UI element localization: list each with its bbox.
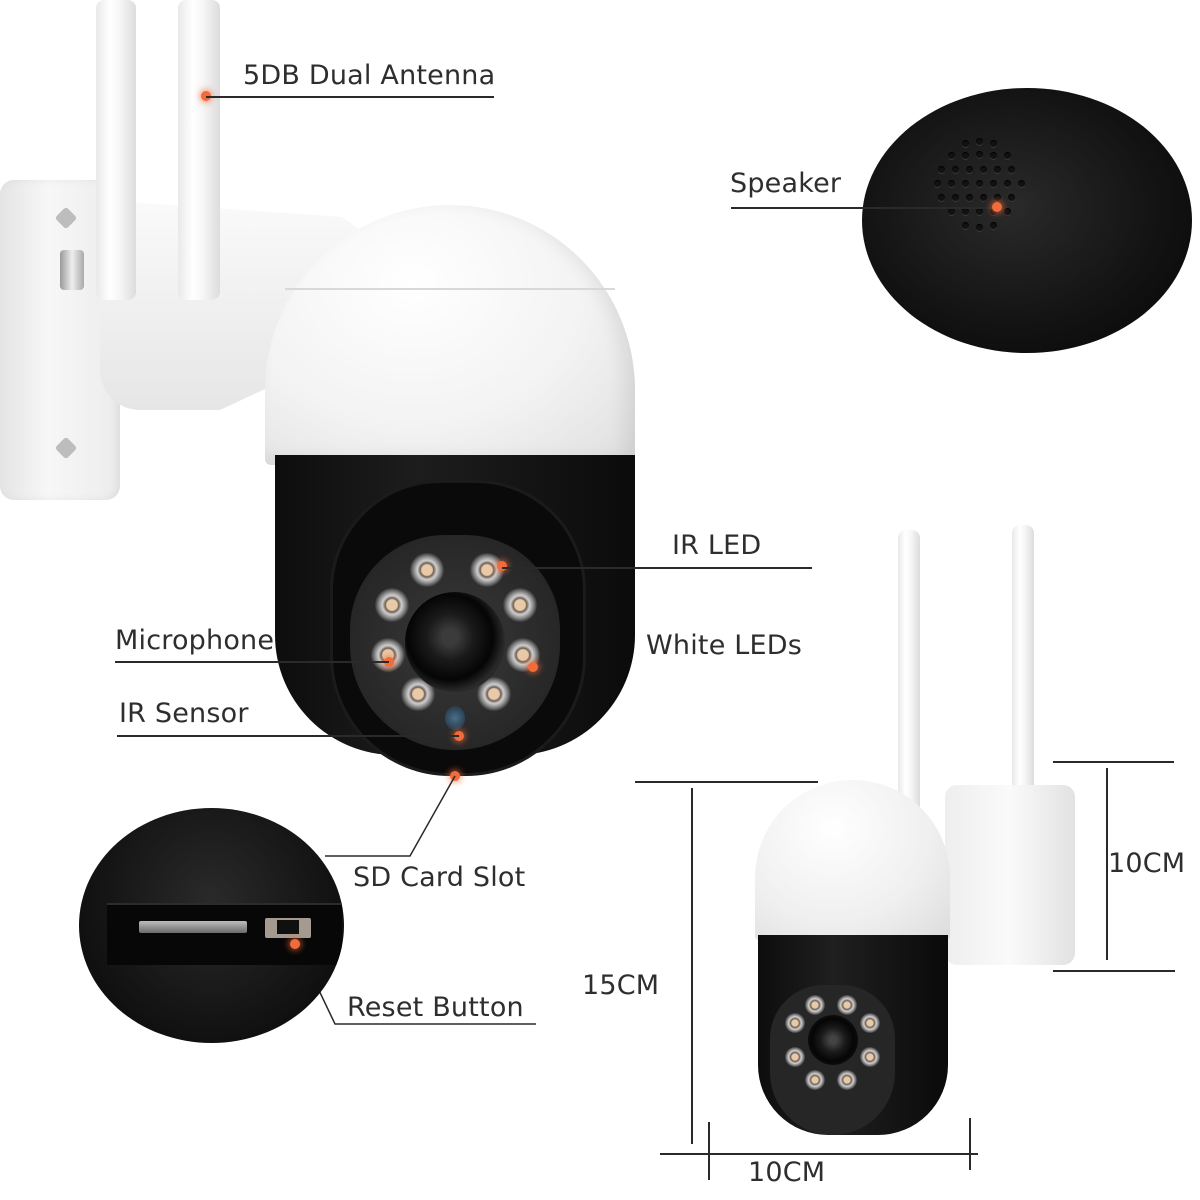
- small-bracket: [945, 785, 1075, 965]
- bracket-label: 10CM: [1108, 848, 1186, 879]
- main-camera-illustration: [0, 0, 660, 780]
- small-led: [805, 1070, 825, 1090]
- sd-card-slot-label: SD Card Slot: [353, 862, 526, 893]
- sd-slot-closeup: [79, 808, 344, 1043]
- small-led: [785, 1047, 805, 1067]
- antenna-callout-line: [206, 96, 494, 98]
- sd-card-slot: [139, 921, 247, 933]
- small-antenna-left: [898, 530, 920, 830]
- speaker-label: Speaker: [730, 168, 842, 199]
- microphone-label: Microphone: [115, 625, 275, 656]
- reset-callout-dot: [290, 939, 300, 949]
- bracket-dim-vertical: [1106, 768, 1108, 960]
- microphone-callout-dot: [384, 657, 394, 667]
- reset-button: [265, 918, 311, 938]
- speaker-grille: [932, 138, 1025, 248]
- small-led: [837, 995, 857, 1015]
- antenna-right: [178, 0, 220, 300]
- speaker-callout-dot: [992, 202, 1002, 212]
- bracket-dim-bottom-line: [1053, 970, 1175, 972]
- height-dim-vertical: [691, 788, 693, 1144]
- antenna-left: [96, 0, 136, 300]
- small-led: [785, 1013, 805, 1033]
- speaker-closeup: [862, 88, 1192, 353]
- small-lens: [808, 1015, 858, 1065]
- led: [410, 553, 444, 587]
- small-antenna-right: [1012, 525, 1034, 865]
- height-label: 15CM: [582, 970, 660, 1001]
- width-dim-left-tick: [708, 1122, 710, 1180]
- led: [375, 588, 409, 622]
- reset-button-label: Reset Button: [347, 992, 524, 1023]
- small-led: [860, 1047, 880, 1067]
- width-label: 10CM: [748, 1157, 826, 1188]
- microphone-callout-line: [115, 661, 389, 663]
- bracket-dim-top-line: [1053, 761, 1174, 763]
- small-led: [805, 995, 825, 1015]
- white-leds-callout-dot: [528, 662, 538, 672]
- ir-sensor: [445, 706, 465, 730]
- ir-led-callout-dot: [497, 561, 507, 571]
- led: [503, 588, 537, 622]
- dome-seam: [285, 288, 615, 290]
- ir-sensor-callout-line: [117, 735, 459, 737]
- ir-sensor-callout-dot: [454, 731, 464, 741]
- bracket-knob: [60, 250, 84, 290]
- camera-lens: [405, 592, 505, 692]
- small-led: [860, 1013, 880, 1033]
- small-led: [837, 1070, 857, 1090]
- width-dim-bottom-line: [660, 1153, 978, 1155]
- dimension-camera: [740, 525, 1090, 1145]
- ir-led-callout-line: [502, 567, 812, 569]
- white-leds-label: White LEDs: [646, 630, 803, 661]
- height-dim-top-line: [635, 781, 818, 783]
- antenna-label: 5DB Dual Antenna: [243, 60, 496, 91]
- ir-led-label: IR LED: [672, 530, 762, 561]
- width-dim-right-tick: [969, 1118, 971, 1170]
- speaker-callout-line: [731, 207, 997, 209]
- small-dome: [755, 780, 950, 940]
- ir-sensor-label: IR Sensor: [119, 698, 249, 729]
